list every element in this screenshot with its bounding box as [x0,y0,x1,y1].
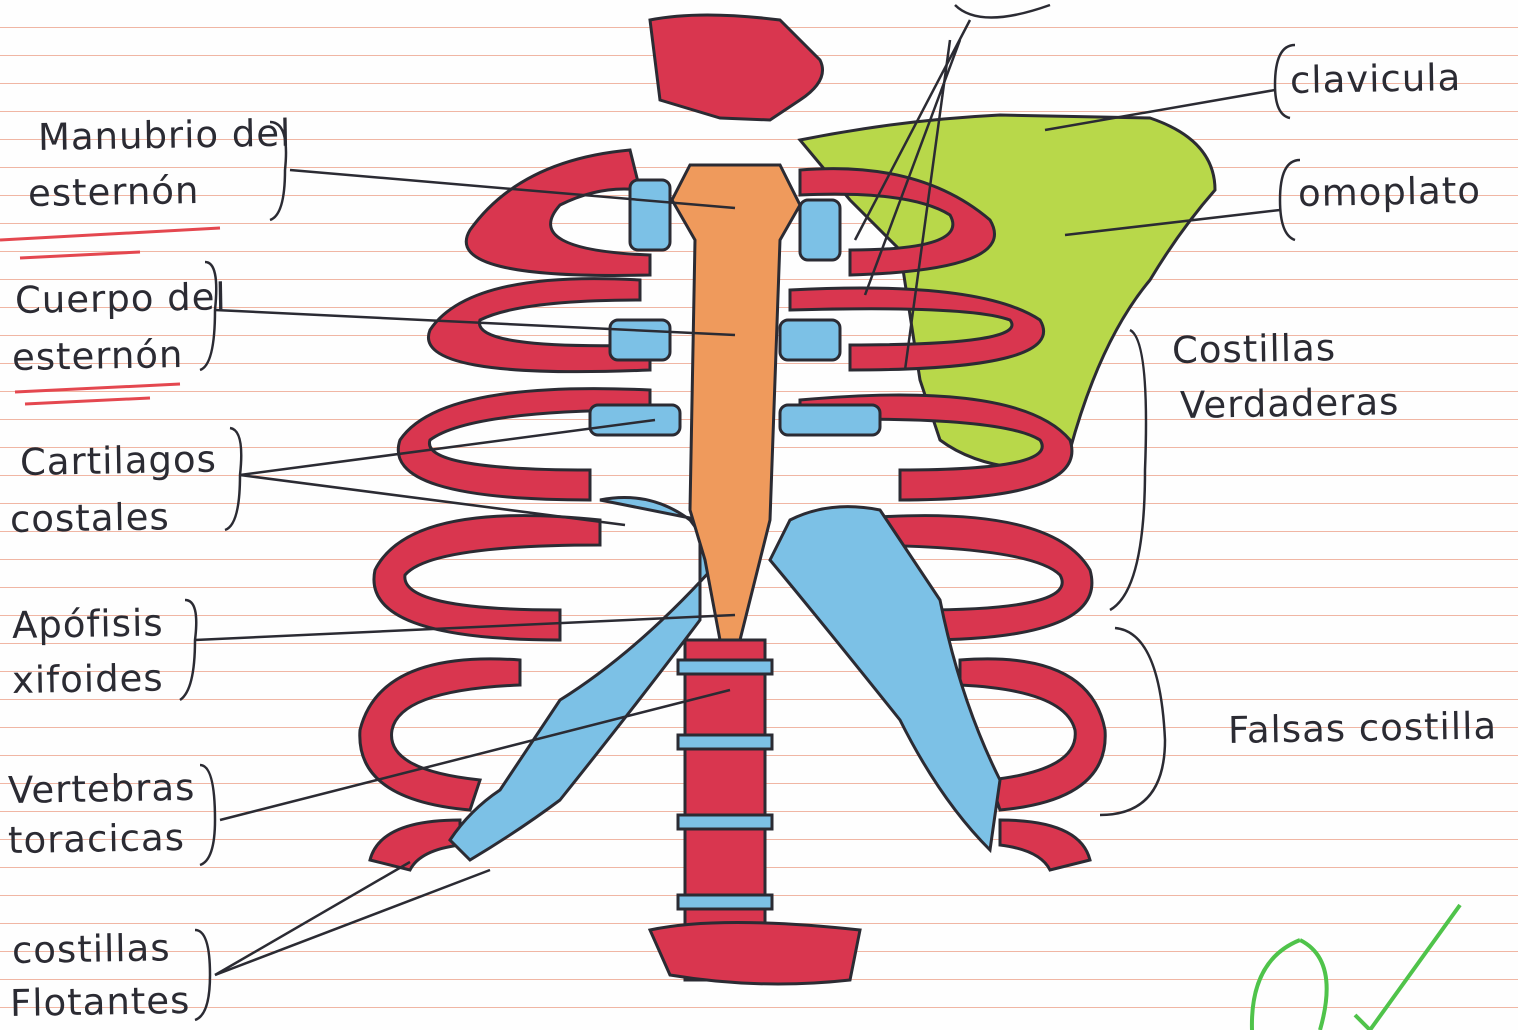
label-apofisis-line1: Apófisis [12,597,164,652]
label-omoplato: omoplato [1298,165,1482,220]
label-manubrio-line2: esternón [28,165,200,220]
label-clavicula: clavicula [1290,52,1462,107]
label-cuerpo-line1: Cuerpo del [15,271,228,327]
label-cartilagos-line1: Cartilagos [20,434,218,489]
label-flotantes-line2: Flotantes [10,975,191,1030]
label-manubrio-line1: Manubrio del [38,108,292,164]
label-vertebras-line2: toracicas [8,812,186,867]
label-cartilagos-line2: costales [10,491,171,546]
label-vertebras-line1: Vertebras [8,762,196,817]
label-cuerpo-line2: esternón [12,329,184,384]
label-falsas-costillas: Falsas costilla [1228,700,1498,757]
label-flotantes-line1: costillas [12,922,171,977]
grade-check-mark [1252,905,1460,1030]
label-verdaderas-line1: Costillas [1172,322,1337,377]
label-apofisis-line2: xifoides [12,652,165,707]
label-verdaderas-line2: Verdaderas [1180,376,1400,432]
